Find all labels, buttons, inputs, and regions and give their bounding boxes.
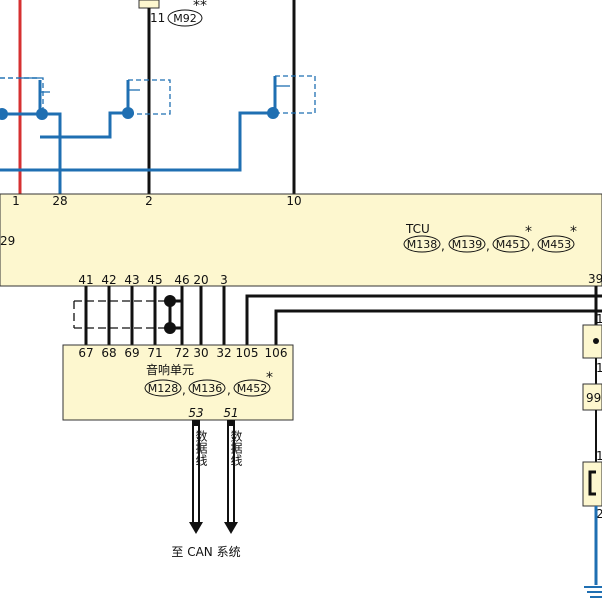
- tcu-bottom-pin: 20: [193, 273, 208, 287]
- blue-switch-brackets: [0, 75, 316, 115]
- audio-top-pin: 105: [236, 346, 259, 360]
- tcu-connector-oval: [537, 235, 575, 253]
- audio-connector: M128: [148, 382, 179, 395]
- audio-top-pin: 68: [101, 346, 116, 360]
- right-switch: [588, 470, 596, 496]
- right-component-2: [582, 383, 602, 411]
- shield-dashed-lines: [73, 300, 170, 329]
- tcu-connector-oval: [448, 235, 486, 253]
- right-component-1: [582, 324, 602, 359]
- tcu-connector: M451: [496, 238, 527, 251]
- tcu-bottom-pin: 46: [174, 273, 189, 287]
- audio-unit-title: 音响单元: [146, 362, 194, 377]
- audio-top-pin: 106: [265, 346, 288, 360]
- audio-connector: M136: [192, 382, 223, 395]
- tcu-connector: M453: [541, 238, 572, 251]
- tcu-bottom-pin: 42: [101, 273, 116, 287]
- tcu-top-pin: 2: [145, 194, 153, 208]
- tcu-connector: M138: [407, 238, 438, 251]
- tcu-connector-oval: [492, 235, 530, 253]
- right-label: 1: [596, 449, 602, 463]
- tcu-top-pin: 1: [12, 194, 20, 208]
- data-line-53: [189, 420, 203, 534]
- audio-bottom-pin: 53: [188, 406, 203, 420]
- audio-connector-separator: ,: [182, 383, 186, 397]
- tcu-bottom-pin: 43: [124, 273, 139, 287]
- arrow-down-icon: [224, 522, 238, 534]
- audio-top-pin: 69: [124, 346, 139, 360]
- tcu-connector-oval: [403, 235, 441, 253]
- shield-node-1: [164, 295, 176, 307]
- blue-node-3: [122, 107, 134, 119]
- right-label: 1: [596, 361, 602, 375]
- tcu-connector-separator: ,: [441, 239, 445, 253]
- tcu-connector-asterisk: *: [570, 224, 577, 240]
- data-wire-label: 数据线: [194, 429, 208, 466]
- tcu-bottom-pin: 3: [220, 273, 228, 287]
- audio-top-pin: 71: [147, 346, 162, 360]
- right-label: 1: [596, 312, 602, 326]
- tcu-connector: M139: [452, 238, 483, 251]
- tcu-connector-separator: ,: [486, 239, 490, 253]
- tcu-left-pin: 29: [0, 234, 15, 248]
- audio-connector: M452: [237, 382, 268, 395]
- top-connector-id: M92: [173, 12, 197, 25]
- tcu-module: [0, 193, 602, 287]
- top-connector-pin: 11: [150, 11, 165, 25]
- tcu-right-pin: 39: [588, 272, 602, 286]
- tcu-top-pin: 10: [286, 194, 301, 208]
- audio-connector-asterisk: *: [266, 370, 273, 386]
- right-label: 99: [586, 391, 601, 405]
- right-component-3: [582, 461, 602, 507]
- audio-connector-oval: [144, 379, 182, 397]
- shield-node-2: [164, 322, 176, 334]
- tcu-to-audio-wires: [84, 286, 602, 345]
- data-wire-label: 数据线: [229, 429, 243, 466]
- right-label: 2: [596, 507, 602, 521]
- top-connector-oval: [167, 9, 203, 27]
- tcu-bottom-pin: 41: [78, 273, 93, 287]
- blue-node-1: [0, 108, 8, 120]
- audio-unit-module: [62, 344, 294, 421]
- arrow-down-icon: [189, 522, 203, 534]
- audio-top-pin: 72: [174, 346, 189, 360]
- blue-node-4: [267, 107, 279, 119]
- blue-node-2: [36, 108, 48, 120]
- top-connector-box: [138, 0, 160, 9]
- ground-icon: [584, 586, 602, 598]
- blue-wire-network: [0, 76, 277, 194]
- can-destination-label: 至 CAN 系统: [171, 545, 240, 559]
- audio-top-pin: 67: [78, 346, 93, 360]
- audio-top-pin: 32: [216, 346, 231, 360]
- audio-connector-separator: ,: [227, 383, 231, 397]
- tcu-connector-separator: ,: [531, 239, 535, 253]
- audio-bottom-pin: 51: [223, 406, 238, 420]
- right-component-dot: [593, 338, 599, 344]
- blue-switch-lines: [20, 77, 290, 93]
- tcu-title: TCU: [405, 222, 430, 236]
- audio-connector-oval: [233, 379, 271, 397]
- tcu-connector-asterisk: *: [525, 224, 532, 240]
- data-line-51: [224, 420, 238, 534]
- audio-top-pin: 30: [193, 346, 208, 360]
- top-connector-mark: **: [193, 0, 207, 14]
- tcu-top-pin: 28: [52, 194, 67, 208]
- audio-connector-oval: [188, 379, 226, 397]
- tcu-bottom-pin: 45: [147, 273, 162, 287]
